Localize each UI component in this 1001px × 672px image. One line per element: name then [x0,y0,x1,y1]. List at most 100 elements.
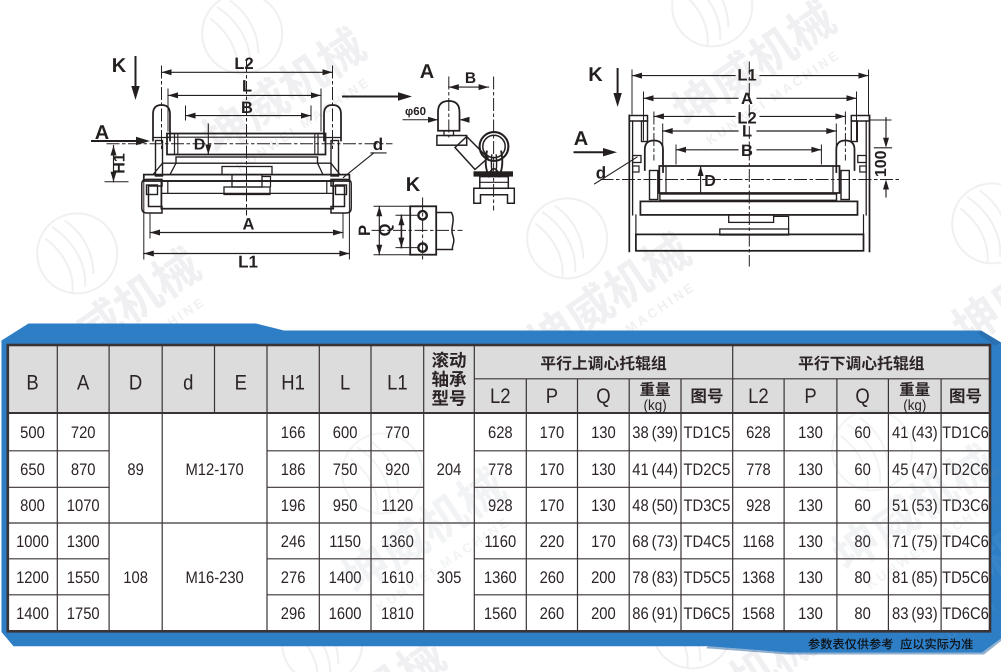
svg-text:L1: L1 [737,67,756,85]
svg-text:60: 60 [854,423,870,442]
svg-text:720: 720 [71,423,96,442]
svg-text:1360: 1360 [484,568,517,587]
svg-text:B: B [241,99,253,117]
svg-text:L2: L2 [490,385,511,408]
svg-text:Q: Q [855,385,869,408]
svg-text:TD4C6: TD4C6 [942,532,989,551]
svg-text:Q: Q [377,223,395,236]
svg-text:(kg): (kg) [903,398,926,414]
svg-text:TD5C6: TD5C6 [942,568,989,587]
svg-text:68 (73): 68 (73) [632,532,678,551]
svg-text:170: 170 [540,423,565,442]
svg-text:H1: H1 [281,372,305,395]
svg-text:A: A [741,90,753,108]
svg-text:800: 800 [20,496,45,515]
svg-text:170: 170 [540,496,565,515]
svg-text:L2: L2 [748,385,769,408]
svg-text:78 (83): 78 (83) [632,568,678,587]
svg-text:1168: 1168 [743,532,775,551]
svg-text:778: 778 [746,460,771,479]
svg-text:130: 130 [798,496,823,515]
svg-text:130: 130 [798,532,823,551]
svg-text:L2: L2 [737,109,756,127]
svg-text:1150: 1150 [329,532,361,551]
svg-text:L2: L2 [234,55,253,73]
svg-text:81 (85): 81 (85) [892,568,938,587]
svg-text:TD1C6: TD1C6 [942,423,989,442]
svg-text:166: 166 [281,423,306,442]
svg-text:750: 750 [333,460,358,479]
svg-text:1550: 1550 [67,568,100,587]
svg-text:246: 246 [281,532,306,551]
svg-text:870: 870 [71,460,96,479]
svg-text:TD6C5: TD6C5 [684,604,731,623]
svg-text:920: 920 [385,460,410,479]
svg-text:TD1C5: TD1C5 [684,423,731,442]
svg-text:108: 108 [123,568,148,587]
svg-text:86 (91): 86 (91) [632,604,678,623]
svg-text:38 (39): 38 (39) [632,423,678,442]
svg-text:d: d [183,372,193,395]
svg-text:K: K [406,174,421,196]
svg-text:950: 950 [333,496,358,515]
svg-text:41 (43): 41 (43) [892,423,938,442]
svg-text:TD4C5: TD4C5 [684,532,731,551]
svg-text:1400: 1400 [16,604,49,623]
svg-text:1000: 1000 [16,532,49,551]
svg-text:130: 130 [798,460,823,479]
svg-text:260: 260 [540,604,565,623]
svg-text:1750: 1750 [67,604,100,623]
svg-text:778: 778 [488,460,513,479]
svg-text:928: 928 [488,496,513,515]
svg-text:170: 170 [540,460,565,479]
svg-text:K: K [588,64,603,86]
svg-text:Q: Q [596,385,610,408]
svg-text:K: K [112,55,127,77]
svg-text:1200: 1200 [16,568,49,587]
svg-text:204: 204 [437,460,462,479]
svg-text:100: 100 [873,150,890,177]
svg-text:L1: L1 [238,253,258,272]
svg-text:48 (50): 48 (50) [632,496,678,515]
svg-text:1070: 1070 [67,496,100,515]
svg-text:600: 600 [333,423,358,442]
svg-text:1560: 1560 [484,604,517,623]
svg-text:TD3C5: TD3C5 [684,496,731,515]
svg-text:D: D [194,137,206,154]
svg-text:A: A [420,61,434,83]
svg-text:D: D [129,372,142,395]
svg-text:770: 770 [385,423,410,442]
svg-text:d: d [596,164,606,183]
svg-text:1600: 1600 [329,604,362,623]
svg-text:A: A [95,122,109,144]
svg-text:L: L [340,372,350,395]
svg-text:89: 89 [127,460,143,479]
svg-text:220: 220 [540,532,565,551]
svg-text:186: 186 [281,460,306,479]
svg-text:D: D [704,173,716,190]
svg-text:628: 628 [746,423,771,442]
svg-text:196: 196 [281,496,306,515]
svg-text:E: E [235,372,247,395]
svg-text:P: P [804,385,816,408]
svg-text:260: 260 [540,568,565,587]
svg-text:296: 296 [281,604,306,623]
svg-text:d: d [373,135,383,154]
svg-text:H1: H1 [112,153,129,174]
svg-text:B: B [465,70,476,87]
svg-text:200: 200 [591,604,616,623]
svg-text:130: 130 [591,423,616,442]
svg-text:628: 628 [488,423,513,442]
svg-text:L: L [742,123,752,141]
svg-text:A: A [77,372,89,395]
svg-text:650: 650 [20,460,45,479]
svg-text:60: 60 [854,496,870,515]
svg-text:L: L [242,78,252,96]
svg-text:M12-170: M12-170 [185,460,243,479]
svg-text:500: 500 [20,423,45,442]
svg-text:P: P [546,385,558,408]
svg-text:1368: 1368 [742,568,775,587]
svg-text:83 (93): 83 (93) [892,604,938,623]
svg-text:P: P [356,225,374,236]
svg-text:41 (44): 41 (44) [632,460,678,479]
